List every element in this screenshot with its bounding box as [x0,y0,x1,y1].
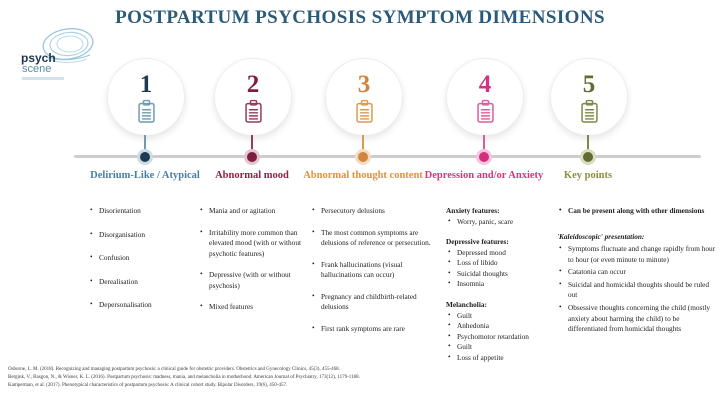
symptom-item: Pregnancy and childbirth-related delusio… [310,291,438,313]
symptom-list: Persecutory delusionsThe most common sym… [310,205,438,335]
clipboard-icon [355,99,373,123]
connector-line [144,135,146,157]
logo-text-scene: scene [22,63,52,75]
connector-line [251,135,253,157]
symptom-item: Suicidal and homicidal thoughts should b… [557,279,717,301]
logo-tagline [22,77,64,80]
reference-list: Osborne, L. M. (2018). Recognizing and m… [8,366,448,389]
symptom-item: Psychomotor retardation [446,331,556,343]
symptom-item: Suicidal thoughts [446,268,556,280]
symptom-item: Depressive (with or without psychosis) [198,269,308,291]
symptom-item: Disorganisation [88,229,190,241]
symptom-list: Can be present along with other dimensio… [557,205,717,335]
dimension-number: 2 [246,70,260,98]
dimension-circle: 4 [446,58,524,136]
clipboard-icon [580,99,598,123]
connector-line [587,135,589,157]
dimension-label: Depression and/or Anxiety [424,170,544,181]
symptom-list: Mania and or agitationIrritability more … [198,205,308,313]
symptom-item: Insomnia [446,279,556,290]
timeline [74,155,701,158]
logo-text-psych: psych [21,51,56,65]
symptom-item: Mania and or agitation [198,205,308,217]
connector-line [483,135,485,157]
dimension-label: Key points [563,170,613,181]
symptom-item: Frank hallucinations (visual hallucinati… [310,259,438,281]
symptom-group-heading: Anxiety features: [446,206,500,215]
symptom-item: Derealisation [88,276,190,288]
symptom-item: Disorientation [88,205,190,217]
symptom-item: Guilt [446,341,556,353]
symptom-item: Depersonalisation [88,299,190,311]
symptom-item: Obsessive thoughts concerning the child … [557,302,717,335]
psych-scene-logo-swirl [42,28,94,63]
dimension-circle: 3 [325,58,403,136]
reference-line: Bergink, V., Rasgon, N., & Wisner, K. L.… [8,374,360,380]
symptom-item: Mixed features [198,302,308,313]
symptom-item: Loss of appetite [446,352,556,364]
dimension-number: 5 [582,70,596,98]
page-title: POSTPARTUM PSYCHOSIS SYMPTOM DIMENSIONS [115,7,605,28]
dimension-number: 1 [139,70,153,98]
dimension-number: 3 [357,70,371,98]
symptom-item: Anhedonia [446,320,556,332]
symptom-item: Worry, panic, scare [446,216,556,228]
dimension-number: 4 [478,70,492,98]
dimension-label: Abnormal thought content [303,170,423,181]
clipboard-icon [137,99,155,123]
symptom-group-heading: Melancholia: [446,300,487,310]
symptom-item: Loss of libido [446,257,556,269]
symptom-list: DisorientationDisorganisationConfusionDe… [88,205,190,311]
symptom-group-heading: Depressive features: [446,237,509,247]
symptom-list: Anxiety features:Worry, panic, scareDepr… [446,206,556,364]
dimension-label: Delirium-Like / Atypical [90,170,200,181]
dimension-circle: 2 [214,58,292,136]
clipboard-icon [244,99,262,123]
dimension-circle: 1 [107,58,185,136]
symptom-item: Guilt [446,310,556,322]
reference-line: Kamperman, et al. (2017). Phenotypical c… [8,382,288,388]
symptom-item: Irritability more common than elevated m… [198,227,308,260]
connector-line [362,135,364,157]
symptom-item: Can be present along with other dimensio… [557,205,717,217]
reference-line: Osborne, L. M. (2018). Recognizing and m… [8,367,340,372]
clipboard-icon [476,99,494,123]
symptom-item: The most common symptoms are delusions o… [310,227,438,249]
symptom-group-heading: 'Kaleidoscopic' presentation: [557,231,645,241]
symptom-item: Catatonia can occur [557,266,717,278]
symptom-item: Symptoms fluctuate and change rapidly fr… [557,243,717,265]
symptom-item: Depressed mood [446,247,556,259]
symptom-item: First rank symptoms are rare [310,323,438,335]
symptom-item: Confusion [88,252,190,264]
symptom-item: Persecutory delusions [310,205,438,217]
dimension-circle: 5 [550,58,628,136]
dimension-label: Abnormal mood [215,170,289,181]
